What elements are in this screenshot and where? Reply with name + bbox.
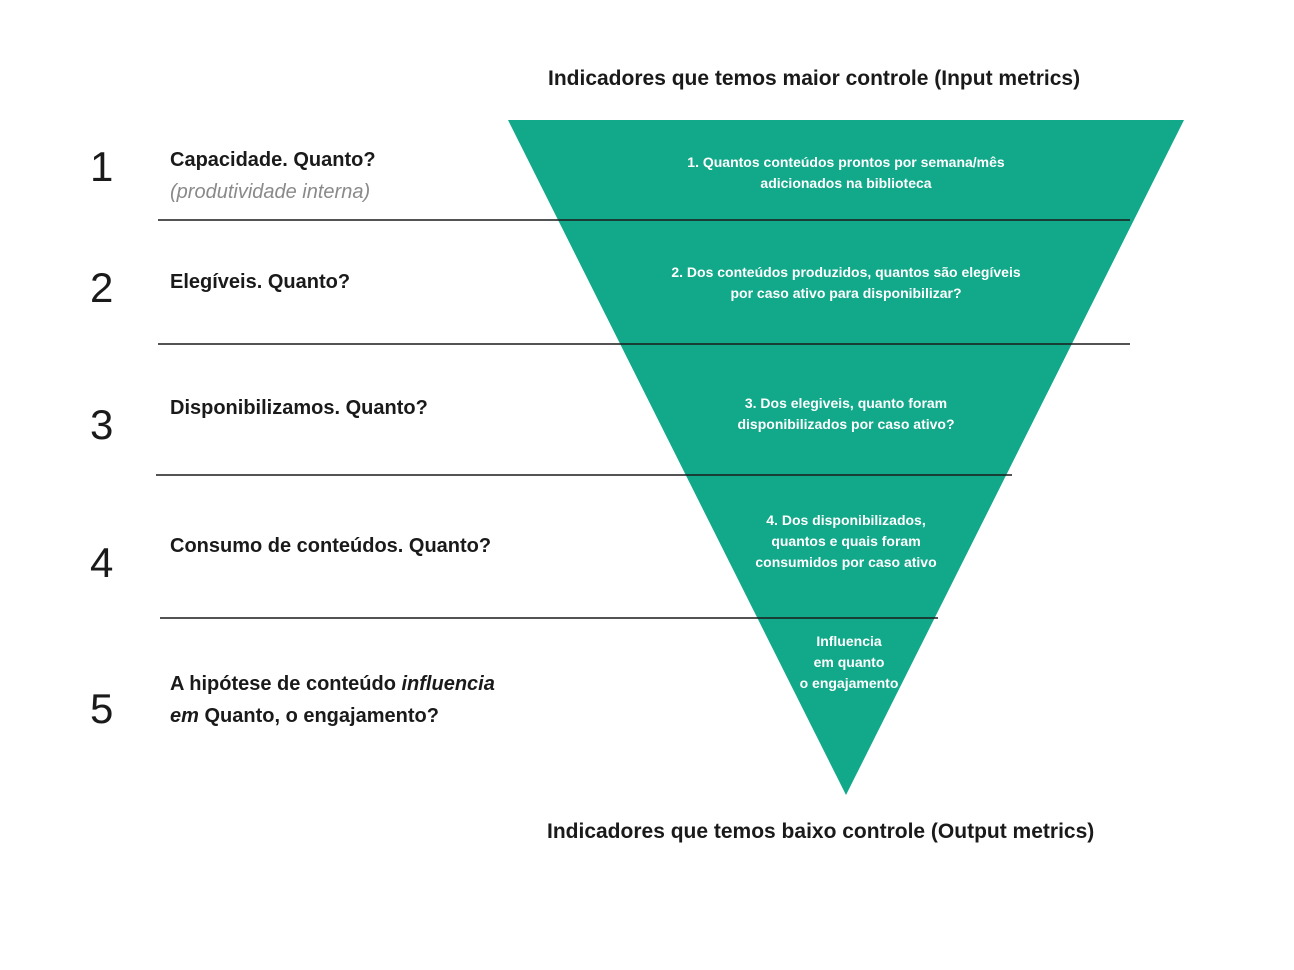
funnel-triangle [508, 120, 1184, 795]
row-number-3: 3 [90, 401, 114, 448]
row-label-5: A hipótese de conteúdo influencia em Quan… [170, 668, 570, 732]
row-number-5: 5 [90, 685, 114, 732]
row-number-2: 2 [90, 264, 114, 311]
row-label-2: Elegíveis. Quanto? [170, 271, 351, 293]
funnel-text-4: 4. Dos disponibilizados, quantos e quais… [755, 512, 937, 570]
row-label-3: Disponibilizamos. Quanto? [170, 397, 428, 419]
row-label-1-text: Capacidade. Quanto? [170, 149, 376, 171]
funnel-text-1: 1. Quantos conteúdos prontos por semana/… [687, 154, 1005, 191]
funnel-text-2: 2. Dos conteúdos produzidos, quantos são… [671, 264, 1021, 301]
row-label-5-part1: A hipótese de conteúdo [170, 673, 402, 695]
row-number-4: 4 [90, 539, 114, 586]
top-heading: Indicadores que temos maior controle (In… [548, 67, 1081, 90]
row-label-5-part2: Quanto, o engajamento? [198, 705, 439, 727]
row-label-5-italic1: influencia [401, 673, 495, 695]
row-label-4: Consumo de conteúdos. Quanto? [170, 535, 492, 557]
row-sublabel-1: (produtividade interna) [170, 181, 371, 203]
bottom-heading: Indicadores que temos baixo controle (Ou… [547, 820, 1095, 843]
funnel-text-3: 3. Dos elegiveis, quanto foram disponibi… [737, 395, 955, 432]
row-label-5-italic2: em [170, 705, 199, 727]
row-label-1: Capacidade. Quanto? (produtividade inter… [170, 144, 570, 208]
funnel-text-5: Influencia em quanto o engajamento [799, 633, 899, 691]
row-number-1: 1 [90, 143, 114, 190]
